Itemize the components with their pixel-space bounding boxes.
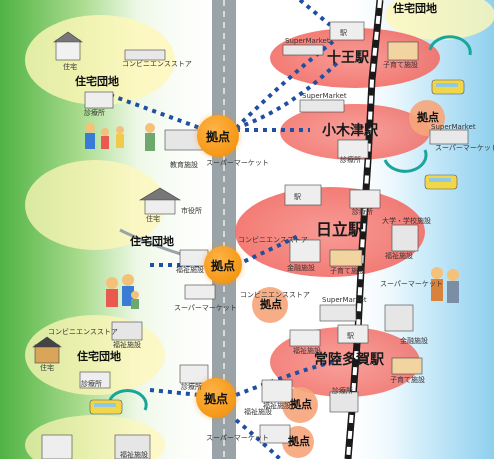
facility-label: 福祉施設 [176, 266, 204, 274]
glow [25, 160, 165, 250]
facility-label: SuperMarket [302, 92, 347, 100]
facility-label: 診療所 [181, 383, 202, 391]
station-hitachi[interactable]: 日立駅 [316, 220, 365, 239]
facility-label: スーパーマーケット [206, 159, 269, 167]
facility-label: 診療所 [332, 387, 353, 395]
people-illustration [85, 123, 459, 309]
facility-label: コンビニエンスストア [122, 60, 192, 68]
facility-label: 子育て施設 [383, 61, 418, 69]
facility-label: 金融施設 [287, 264, 315, 272]
hub-marker[interactable]: 拠点 [204, 246, 242, 284]
station-hitachitaga[interactable]: 常陸多賀駅 [314, 352, 384, 368]
facility-label: 子育て施設 [390, 376, 425, 384]
facility-label: 住宅 [146, 215, 160, 223]
facility-label: スーパーマーケット [435, 144, 494, 152]
facility-label: 市役所 [181, 207, 202, 215]
housing-area-label: 住宅団地 [393, 2, 437, 15]
facility-label: 駅 [340, 29, 347, 37]
facility-label: 福祉施設 [113, 341, 141, 349]
facility-label: 教育施設 [170, 161, 198, 169]
facility-label: 福祉施設 [244, 408, 272, 416]
facility-label: 駅 [347, 332, 354, 340]
facility-label: コンビニエンスストア [240, 291, 310, 299]
facility-label: 診療所 [340, 156, 361, 164]
facility-label: 住宅 [63, 63, 77, 71]
station-ogitsu[interactable]: 小木津駅 [322, 123, 378, 139]
facility-label: コンビニエンスストア [238, 236, 308, 244]
station-zone-hitachi [235, 187, 425, 277]
facility-label: 福祉施設 [120, 451, 148, 459]
facility-label: 福祉施設 [293, 347, 321, 355]
housing-area-label: 住宅団地 [75, 75, 119, 88]
facility-label: 診療所 [84, 109, 105, 117]
facility-label: 大学・学校施設 [382, 217, 431, 225]
facility-label: 診療所 [352, 208, 373, 216]
facility-label: 福祉施設 [385, 252, 413, 260]
hub-label: 拠点 [290, 398, 312, 411]
station-juo[interactable]: 十王駅 [327, 50, 369, 66]
hub-marker[interactable]: 拠点 [196, 378, 236, 418]
facility-label: 子育て施設 [330, 267, 365, 275]
facility-label: 福祉施設 [263, 402, 291, 410]
bus-loop [108, 35, 472, 411]
buildings [32, 21, 469, 459]
hub-label: 拠点 [417, 111, 439, 124]
glow [385, 0, 494, 40]
facility-label: SuperMarket [322, 296, 367, 304]
bus [89, 79, 465, 415]
housing-area-label: 住宅団地 [77, 350, 121, 363]
facility-label: 金融施設 [400, 337, 428, 345]
facility-label: 診療所 [81, 380, 102, 388]
housing-area-label: 住宅団地 [130, 235, 174, 248]
facility-label: スーパーマーケット [380, 280, 443, 288]
facility-label: 駅 [294, 193, 301, 201]
facility-label: SuperMarket [431, 123, 476, 131]
hub-label: 拠点 [260, 298, 282, 311]
hub-marker[interactable]: 拠点 [197, 115, 239, 157]
facility-label: SuperMarket [285, 37, 330, 45]
hub-label: 拠点 [288, 435, 310, 448]
route-dots [109, 0, 342, 459]
facility-label: スーパーマーケット [174, 304, 237, 312]
facility-label: スーパーマーケット [206, 434, 269, 442]
station-zone-ogitsu [280, 104, 430, 160]
facility-label: コンビニエンスストア [48, 328, 118, 336]
facility-label: 住宅 [40, 364, 54, 372]
